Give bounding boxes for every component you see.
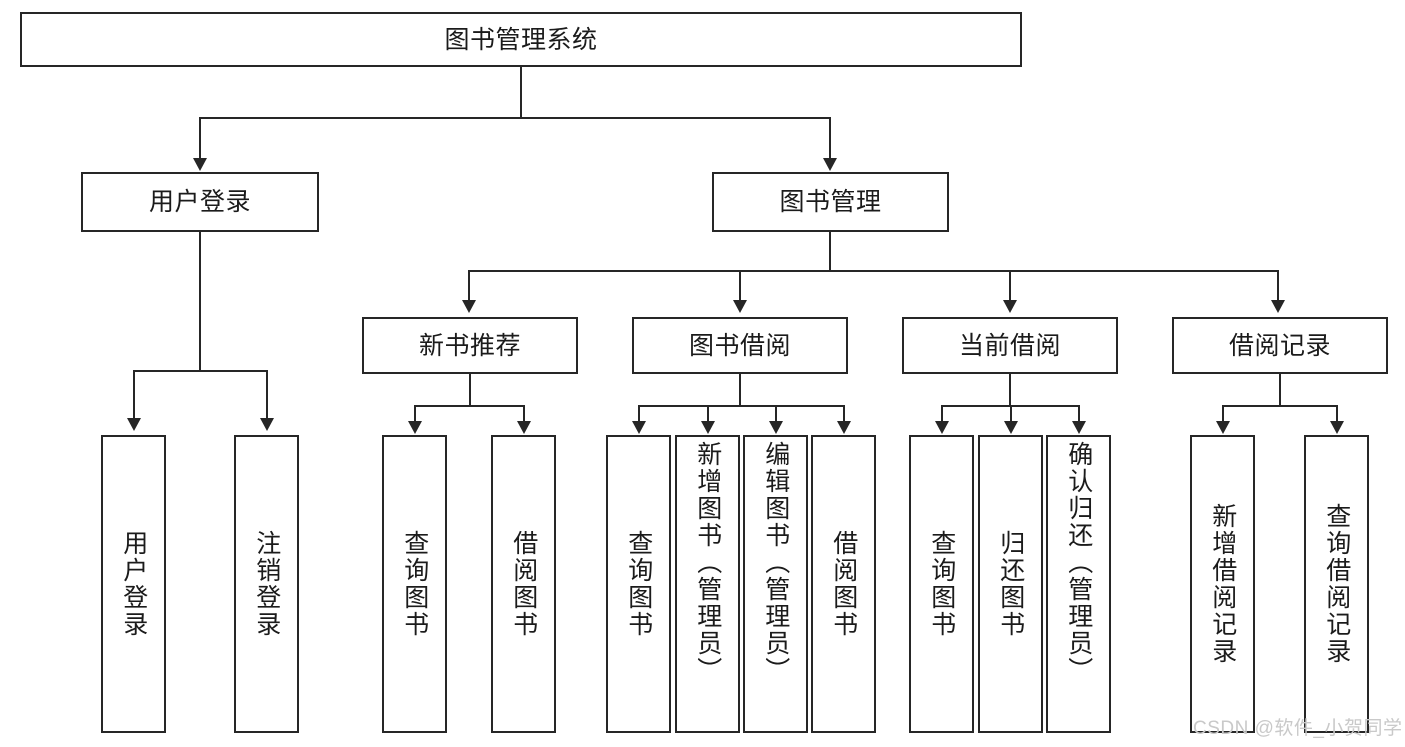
leaf-nbr-query-book[interactable]: 查询图书 — [382, 435, 447, 733]
arrowhead-borrow-record — [1271, 300, 1285, 313]
leaf-cb-query-book-label: 查询图书 — [927, 530, 956, 638]
connector-cb-leaf-1 — [941, 405, 943, 423]
arrowhead-leaf-nbr-2 — [517, 421, 531, 434]
leaf-bb-add-book-admin[interactable]: 新增图书（管理员） — [675, 435, 740, 733]
leaf-bb-edit-book-admin[interactable]: 编辑图书（管理员） — [743, 435, 808, 733]
arrowhead-current-borrow — [1003, 300, 1017, 313]
connector-root-to-user-login — [199, 117, 201, 160]
leaf-bb-borrow-book[interactable]: 借阅图书 — [811, 435, 876, 733]
node-book-manage-label: 图书管理 — [779, 188, 882, 216]
leaf-nbr-borrow-book-label: 借阅图书 — [509, 530, 538, 638]
connector-borrow-record-bar — [1222, 405, 1337, 407]
node-borrow-record-label: 借阅记录 — [1228, 331, 1331, 360]
connector-root-bar — [199, 117, 831, 119]
connector-new-book-recommend-trunk — [469, 374, 471, 406]
connector-bb-leaf-3 — [775, 405, 777, 423]
node-root[interactable]: 图书管理系统 — [20, 12, 1022, 67]
connector-cb-leaf-3 — [1078, 405, 1080, 423]
connector-nbr-leaf-1 — [414, 405, 416, 423]
leaf-nbr-query-book-label: 查询图书 — [400, 530, 429, 638]
node-user-login[interactable]: 用户登录 — [81, 172, 319, 232]
node-new-book-recommend-label: 新书推荐 — [418, 331, 521, 360]
connector-book-manage-bar — [468, 270, 1278, 272]
leaf-bb-edit-book-admin-label: 编辑图书（管理员） — [761, 441, 790, 684]
leaf-bb-borrow-book-label: 借阅图书 — [829, 530, 858, 638]
arrowhead-leaf-nbr-1 — [408, 421, 422, 434]
connector-user-login-leaf-1 — [133, 370, 135, 420]
arrowhead-leaf-bb-3 — [769, 421, 783, 434]
connector-user-login-leaf-2 — [266, 370, 268, 420]
arrowhead-leaf-user-login-1 — [127, 418, 141, 431]
connector-book-borrow-trunk — [739, 374, 741, 406]
leaf-user-login[interactable]: 用户登录 — [101, 435, 166, 733]
connector-book-manage-child-4 — [1277, 270, 1279, 302]
node-book-manage[interactable]: 图书管理 — [712, 172, 949, 232]
connector-br-leaf-2 — [1336, 405, 1338, 423]
arrowhead-leaf-br-1 — [1216, 421, 1230, 434]
leaf-br-query-record[interactable]: 查询借阅记录 — [1304, 435, 1369, 733]
connector-root-to-book-manage — [829, 117, 831, 160]
connector-user-login-bar — [133, 370, 267, 372]
connector-bb-leaf-1 — [638, 405, 640, 423]
connector-current-borrow-trunk — [1009, 374, 1011, 406]
connector-nbr-leaf-2 — [523, 405, 525, 423]
leaf-nbr-borrow-book[interactable]: 借阅图书 — [491, 435, 556, 733]
connector-book-manage-child-2 — [739, 270, 741, 302]
leaf-bb-query-book-label: 查询图书 — [624, 530, 653, 638]
arrowhead-leaf-cb-2 — [1004, 421, 1018, 434]
connector-new-book-recommend-bar — [414, 405, 524, 407]
arrowhead-leaf-cb-3 — [1072, 421, 1086, 434]
connector-user-login-trunk — [199, 232, 201, 371]
leaf-logout[interactable]: 注销登录 — [234, 435, 299, 733]
node-book-borrow-label: 图书借阅 — [688, 331, 791, 360]
watermark: CSDN @软件_小贺同学 — [1193, 718, 1403, 739]
leaf-logout-label: 注销登录 — [252, 530, 281, 638]
connector-book-manage-child-3 — [1009, 270, 1011, 302]
leaf-cb-return-book[interactable]: 归还图书 — [978, 435, 1043, 733]
leaf-user-login-label: 用户登录 — [119, 530, 148, 638]
node-current-borrow-label: 当前借阅 — [958, 331, 1061, 360]
connector-br-leaf-1 — [1222, 405, 1224, 423]
node-new-book-recommend[interactable]: 新书推荐 — [362, 317, 578, 374]
arrowhead-leaf-bb-1 — [632, 421, 646, 434]
leaf-cb-confirm-return-admin[interactable]: 确认归还（管理员） — [1046, 435, 1111, 733]
connector-bb-leaf-4 — [843, 405, 845, 423]
node-current-borrow[interactable]: 当前借阅 — [902, 317, 1118, 374]
arrowhead-new-book-recommend — [462, 300, 476, 313]
arrowhead-leaf-cb-1 — [935, 421, 949, 434]
connector-root-trunk — [520, 67, 522, 118]
node-book-borrow[interactable]: 图书借阅 — [632, 317, 848, 374]
connector-borrow-record-trunk — [1279, 374, 1281, 406]
connector-bb-leaf-2 — [707, 405, 709, 423]
arrowhead-leaf-user-login-2 — [260, 418, 274, 431]
node-user-login-label: 用户登录 — [148, 188, 251, 216]
leaf-br-query-record-label: 查询借阅记录 — [1322, 503, 1351, 665]
arrowhead-user-login — [193, 158, 207, 171]
node-borrow-record[interactable]: 借阅记录 — [1172, 317, 1388, 374]
connector-cb-leaf-2 — [1010, 405, 1012, 423]
leaf-cb-confirm-return-admin-label: 确认归还（管理员） — [1064, 441, 1093, 684]
node-root-label: 图书管理系统 — [444, 25, 598, 54]
arrowhead-book-manage — [823, 158, 837, 171]
leaf-bb-query-book[interactable]: 查询图书 — [606, 435, 671, 733]
leaf-cb-query-book[interactable]: 查询图书 — [909, 435, 974, 733]
leaf-br-add-record-label: 新增借阅记录 — [1208, 503, 1237, 665]
connector-book-manage-child-1 — [468, 270, 470, 302]
leaf-cb-return-book-label: 归还图书 — [996, 530, 1025, 638]
leaf-bb-add-book-admin-label: 新增图书（管理员） — [693, 441, 722, 684]
connector-book-manage-trunk — [829, 232, 831, 271]
connector-book-borrow-bar — [638, 405, 844, 407]
arrowhead-book-borrow — [733, 300, 747, 313]
arrowhead-leaf-br-2 — [1330, 421, 1344, 434]
arrowhead-leaf-bb-2 — [701, 421, 715, 434]
arrowhead-leaf-bb-4 — [837, 421, 851, 434]
leaf-br-add-record[interactable]: 新增借阅记录 — [1190, 435, 1255, 733]
